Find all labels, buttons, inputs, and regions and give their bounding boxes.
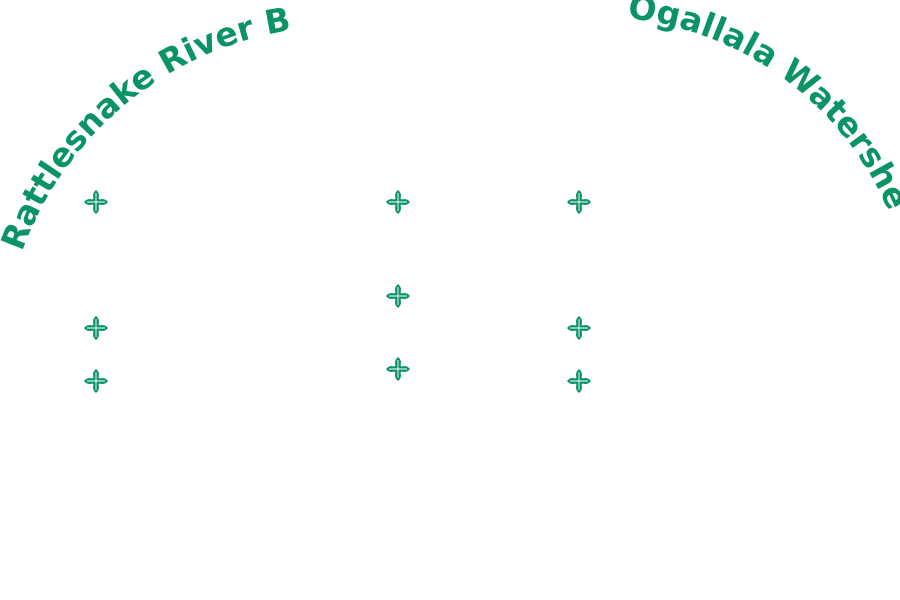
- watershed-title-right: Ogallala Watershed: [0, 0, 900, 215]
- leaf-marker-icon: [83, 189, 109, 215]
- marker-group: [83, 189, 592, 394]
- leaf-marker-icon: [566, 189, 592, 215]
- leaf-marker-icon: [83, 368, 109, 394]
- basin-title-left: Rattlesnake River Basin: [0, 0, 293, 255]
- leaf-marker-icon: [566, 315, 592, 341]
- leaf-marker-icon: [385, 356, 411, 382]
- leaf-marker-icon: [566, 368, 592, 394]
- leaf-marker-icon: [83, 315, 109, 341]
- leaf-marker-icon: [385, 283, 411, 309]
- leaf-marker-icon: [385, 189, 411, 215]
